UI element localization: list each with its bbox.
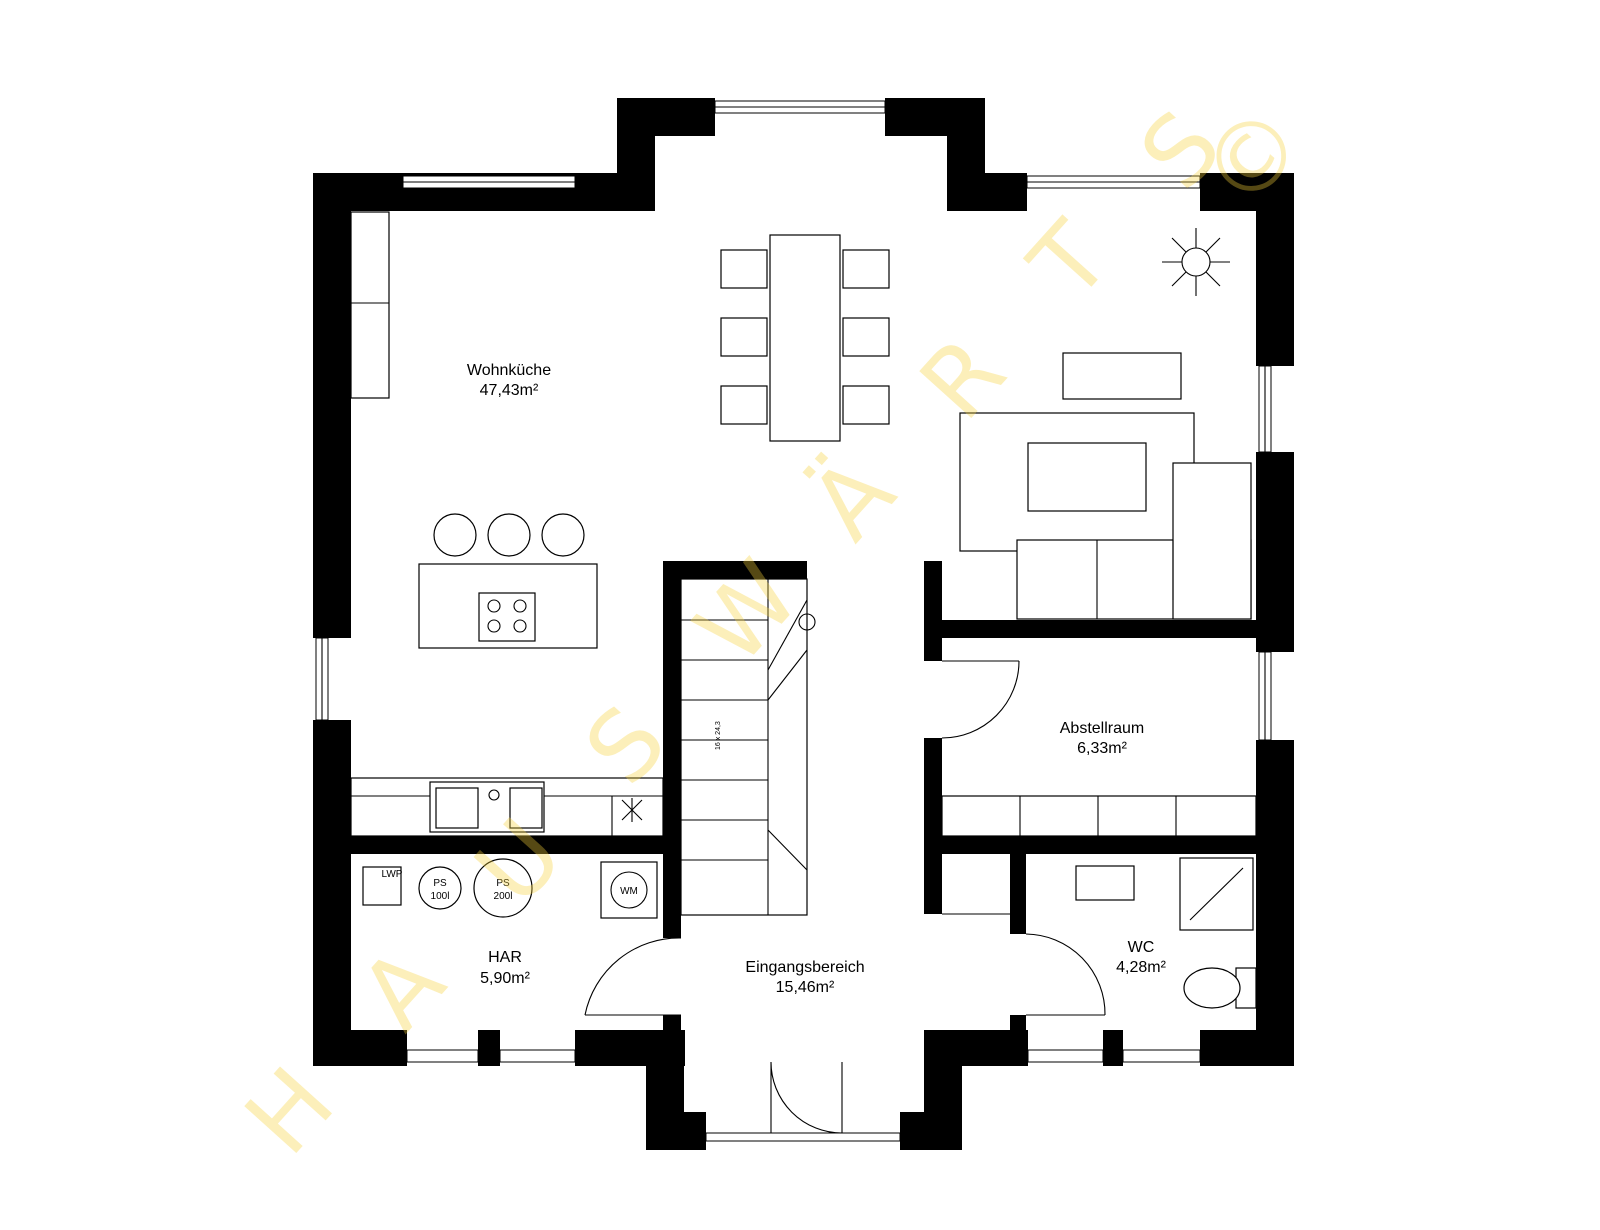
wc-fixtures [942, 857, 1257, 1009]
doors [584, 660, 1106, 1134]
inner-walls [351, 561, 1256, 1055]
room-area-har: 5,90m² [480, 970, 530, 987]
room-area-wc: 4,28m² [1116, 959, 1166, 976]
watermark-letter-6: Ä [789, 437, 916, 561]
utility-equipment: LWP PS 100l PS 200l WM [362, 858, 658, 919]
room-name-wohnkueche: Wohnküche [467, 362, 551, 379]
living-furniture [959, 228, 1252, 620]
stair-note: 16 x 24,3 [715, 721, 722, 750]
wm-label: WM [620, 886, 638, 897]
outer-walls [313, 98, 1294, 1150]
room-name-abstellraum: Abstellraum [1060, 720, 1144, 737]
room-area-eingang: 15,46m² [776, 979, 835, 996]
room-area-abstellraum: 6,33m² [1077, 740, 1127, 757]
watermark-letter-1: H [224, 1047, 356, 1176]
ps1-label-b: 100l [431, 891, 450, 902]
room-name-eingang: Eingangsbereich [745, 959, 864, 976]
ps2-label-b: 200l [494, 891, 513, 902]
lwp-label: LWP [382, 869, 403, 880]
kitchen-fixtures [350, 211, 890, 837]
staircase: 16 x 24,3 [680, 578, 816, 916]
room-labels: Wohnküche 47,43m² Abstellraum 6,33m² HAR… [467, 362, 1167, 996]
ps2-label-a: PS [496, 878, 510, 889]
room-area-wohnkueche: 47,43m² [480, 382, 539, 399]
storage-shelves [941, 795, 1257, 837]
ps1-label-a: PS [433, 878, 447, 889]
room-name-har: HAR [488, 949, 522, 966]
room-name-wc: WC [1128, 939, 1155, 956]
windows [315, 100, 1272, 1142]
watermark-letter-8: T [1008, 202, 1131, 322]
